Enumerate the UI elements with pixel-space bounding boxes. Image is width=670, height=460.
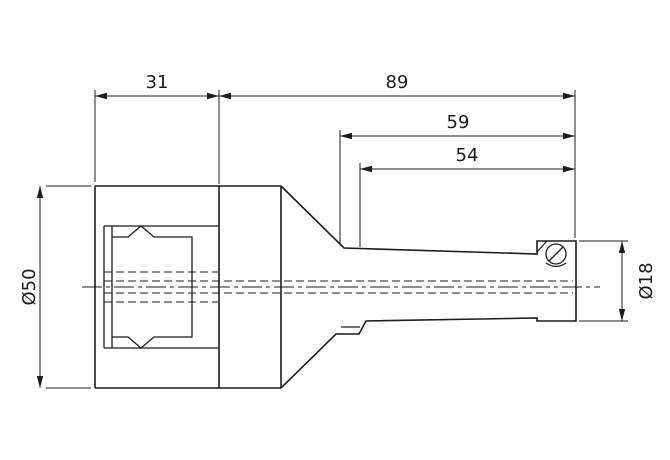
dim-label-upper-length: 59 (447, 112, 470, 133)
dimension-shank-length: 89 (219, 72, 576, 238)
clamp-screw-circle (545, 243, 567, 265)
dim-label-tip-diameter: Ø18 (636, 262, 657, 299)
screw-slot-line (548, 246, 564, 262)
dim-label-shank-length: 89 (386, 72, 409, 93)
hidden-lines (104, 271, 573, 303)
dimension-body-diameter: Ø50 (19, 185, 91, 389)
pocket-bottom-arc (545, 262, 567, 268)
bore-internal-lines (103, 225, 219, 349)
dimension-upper-length: 59 (339, 112, 575, 245)
dim-label-inner-length: 54 (456, 145, 479, 166)
dim-label-body-diameter: Ø50 (19, 268, 40, 305)
dimension-tip-diameter: Ø18 (579, 240, 657, 322)
pocket-edge-line (536, 240, 548, 253)
dimension-inner-length: 54 (359, 145, 575, 247)
cutting-head-details (536, 240, 567, 268)
dim-label-flange-width: 31 (146, 72, 169, 93)
part-outline (94, 185, 577, 389)
dimension-flange-width: 31 (94, 72, 220, 184)
